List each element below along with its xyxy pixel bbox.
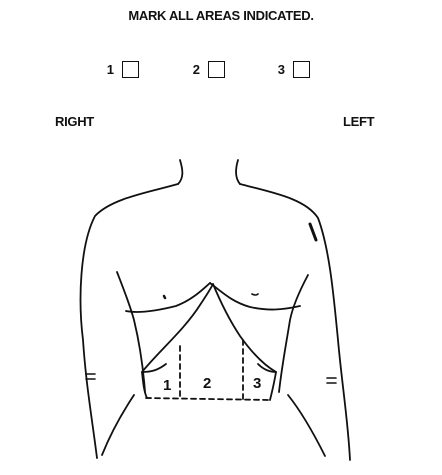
zone-outline-right-corner (141, 371, 148, 399)
zone-outline-left-corner (269, 371, 277, 401)
choice-1-checkbox[interactable] (122, 60, 139, 78)
costal-margin-left (212, 283, 277, 373)
left-nipple (251, 293, 259, 296)
zone-outline-top-left (257, 363, 277, 373)
neck-left-outline (235, 159, 241, 185)
costal-margin-right (141, 283, 214, 373)
rib-line-left (209, 282, 301, 311)
left-torso-side (278, 274, 309, 393)
zone-2-label: 2 (203, 375, 211, 392)
right-lower-edge (101, 394, 135, 456)
left-side-label: LEFT (343, 114, 375, 129)
shoulder-muscle-mark (308, 222, 318, 242)
zone-3-label: 3 (253, 375, 261, 392)
right-side-marker (85, 373, 96, 380)
choice-1-label: 1 (106, 61, 114, 77)
left-side-marker (326, 377, 337, 384)
choice-3-label: 3 (277, 61, 285, 77)
right-side-label: RIGHT (55, 114, 94, 129)
left-shoulder-arm-outline (239, 183, 351, 461)
rib-line-right (125, 282, 211, 313)
zone-1-label: 1 (163, 377, 171, 394)
right-nipple (162, 294, 167, 300)
zone-outline-top (141, 363, 167, 373)
left-lower-edge (287, 394, 326, 457)
choice-2: 2 (180, 58, 225, 80)
zone-bottom-boundary (145, 397, 271, 401)
choice-3-checkbox[interactable] (293, 60, 310, 78)
right-torso-side (116, 271, 146, 393)
choice-2-label: 2 (192, 61, 200, 77)
choice-2-checkbox[interactable] (208, 60, 225, 78)
neck-right-outline (177, 159, 184, 185)
choice-3: 3 (265, 58, 310, 80)
instruction-heading: MARK ALL AREAS INDICATED. (128, 8, 314, 23)
choice-1: 1 (94, 58, 139, 80)
right-shoulder-arm-outline (79, 183, 179, 459)
